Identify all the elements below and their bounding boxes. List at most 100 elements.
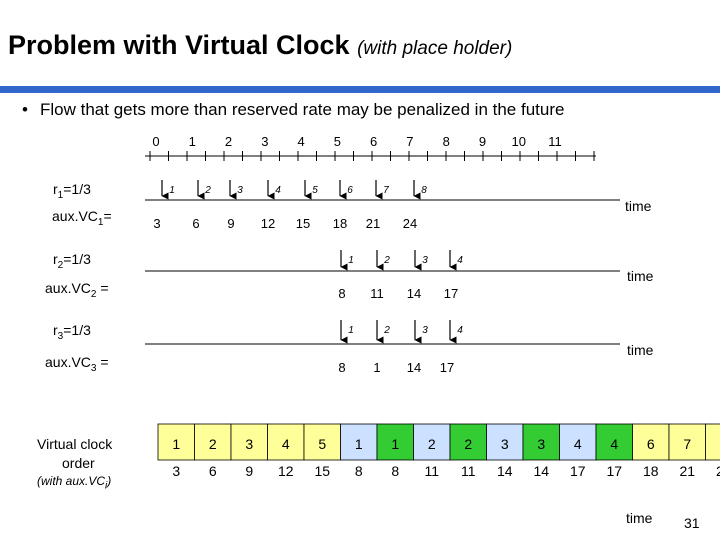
- flow3-time-label: time: [627, 342, 654, 358]
- vc-packet-number: 2: [428, 436, 436, 452]
- packet-number-label: 4: [275, 185, 281, 196]
- title-underline-bar: [0, 86, 720, 93]
- vc-packet-timestamp: 21: [679, 463, 695, 479]
- axis-tick-label-10: 10: [511, 134, 525, 149]
- vc-order-cell: 39: [230, 423, 268, 479]
- bullet-dot-icon: •: [22, 100, 28, 119]
- vc-packet-box: [194, 423, 232, 461]
- vc-packet-timestamp: 8: [355, 463, 363, 479]
- vc-packet-timestamp: 11: [424, 463, 439, 479]
- aux-vc-timestamp: 8: [338, 286, 345, 301]
- flow3-rate-label: r3=1/3: [53, 322, 91, 342]
- aux-vc-timestamp: 18: [333, 216, 347, 231]
- vc-packet-timestamp: 11: [461, 463, 476, 479]
- vc-order-cell: 721: [668, 423, 706, 479]
- vc-order-cell: 2 11: [413, 423, 451, 479]
- axis-tick-label-3: 3: [261, 134, 268, 149]
- vc-order-cell: 412: [267, 423, 305, 479]
- packet-number-label: 3: [422, 255, 428, 266]
- packet-number-label: 6: [347, 185, 353, 196]
- aux-vc-timestamp: 21: [366, 216, 380, 231]
- vc-packet-box: [668, 423, 706, 461]
- vc-order-cell: 13: [157, 423, 195, 479]
- axis-tick-label-5: 5: [334, 134, 341, 149]
- axis-tick-label-9: 9: [479, 134, 486, 149]
- vc-order-cell: 417: [595, 423, 633, 479]
- packet-number-label: 5: [312, 185, 318, 196]
- packet-number-label: 4: [457, 325, 463, 336]
- flow1-time-label: time: [625, 198, 652, 214]
- vc-packet-timestamp: 15: [314, 463, 330, 479]
- vc-packet-timestamp: 18: [643, 463, 659, 479]
- packet-number-label: 2: [204, 185, 211, 196]
- vc-order-label-line3: (with aux.VCi): [37, 474, 112, 492]
- packet-number-label: 1: [169, 185, 175, 196]
- aux-vc-timestamp: 3: [153, 216, 160, 231]
- title-paren: (with place holder): [357, 38, 513, 59]
- vc-packet-number: 4: [574, 436, 582, 452]
- axis-tick-label-0: 0: [152, 134, 159, 149]
- axis-tick-label-11: 11: [548, 134, 562, 149]
- vc-order-cell: 3 14: [522, 423, 560, 479]
- vc-packet-box: [559, 423, 597, 461]
- vc-packet-number: 5: [318, 436, 326, 452]
- vc-packet-number: 1: [355, 436, 363, 452]
- aux-vc-timestamp: 24: [403, 216, 417, 231]
- vc-packet-box: [267, 423, 305, 461]
- packet-number-label: 3: [237, 185, 243, 196]
- packet-number-label: 1: [348, 325, 354, 336]
- vc-packet-timestamp: 9: [245, 463, 253, 479]
- packet-number-label: 3: [422, 325, 428, 336]
- vc-packet-number: 1: [172, 436, 180, 452]
- vc-order-label-line2: order: [62, 455, 95, 471]
- vc-packet-timestamp: 17: [570, 463, 586, 479]
- vc-packet-box: [413, 423, 451, 461]
- packet-number-label: 2: [383, 325, 390, 336]
- axis-tick-label-4: 4: [297, 134, 304, 149]
- axis-tick-label-8: 8: [443, 134, 450, 149]
- vc-order-label-line1: Virtual clock: [37, 436, 113, 452]
- vc-order-cell: 6 18: [632, 423, 670, 479]
- axis-tick-label-6: 6: [370, 134, 377, 149]
- vc-order-cell: 5 15: [303, 423, 341, 479]
- title-main: Problem with Virtual Clock: [8, 30, 350, 60]
- vc-packet-timestamp: 14: [533, 463, 549, 479]
- packet-number-label: 7: [383, 185, 389, 196]
- vc-order-cell: 2 11: [449, 423, 487, 479]
- vc-packet-number: 3: [501, 436, 509, 452]
- axis-tick-label-2: 2: [225, 134, 232, 149]
- vc-packet-number: 1: [391, 436, 399, 452]
- vc-packet-timestamp: 3: [172, 463, 180, 479]
- axis-tick-label-7: 7: [406, 134, 413, 149]
- vc-packet-box: [632, 423, 670, 461]
- vc-order-cell: 26: [194, 423, 232, 479]
- vc-packet-box: [340, 423, 378, 461]
- packet-number-label: 2: [383, 255, 390, 266]
- page-title: Problem with Virtual Clock (with place h…: [8, 30, 512, 61]
- vc-packet-box: [303, 423, 341, 461]
- vc-packet-number: 2: [209, 436, 217, 452]
- aux-vc-timestamp: 12: [261, 216, 275, 231]
- vc-packet-timestamp: 6: [209, 463, 217, 479]
- flow1-rate-label: r1=1/3: [53, 181, 91, 201]
- aux-vc-timestamp: 6: [192, 216, 199, 231]
- vc-packet-number: 4: [610, 436, 618, 452]
- vc-packet-number: 3: [537, 436, 545, 452]
- aux-vc-timestamp: 17: [440, 360, 454, 375]
- vc-order-cell: 18: [340, 423, 378, 479]
- page-number: 31: [684, 515, 700, 531]
- axis-tick-label-1: 1: [189, 134, 196, 149]
- vc-packet-number: 2: [464, 436, 472, 452]
- vc-order-cell: 4 17: [559, 423, 597, 479]
- aux-vc-timestamp: 14: [407, 360, 421, 375]
- flow2-aux-label: aux.VC2 =: [45, 280, 109, 300]
- vc-packet-timestamp: 14: [497, 463, 513, 479]
- flow2-rate-label: r2=1/3: [53, 251, 91, 271]
- aux-vc-timestamp: 9: [227, 216, 234, 231]
- vc-packet-number: 6: [647, 436, 655, 452]
- vc-order-cell: 824: [705, 423, 720, 479]
- vc-packet-box: [449, 423, 487, 461]
